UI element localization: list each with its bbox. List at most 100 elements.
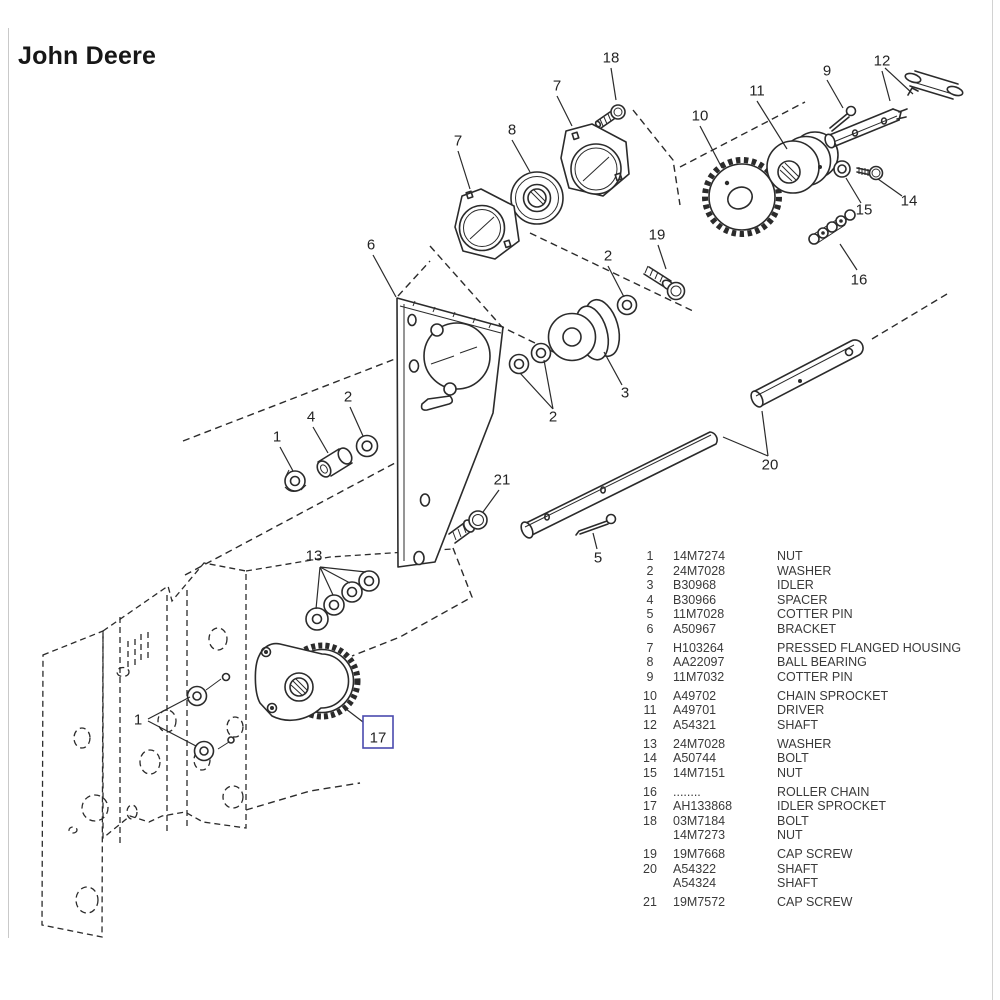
part-ref: 18 <box>643 813 657 828</box>
page-border-right <box>992 0 993 1000</box>
part-desc: COTTER PIN <box>777 669 853 684</box>
frame-outline <box>41 548 453 938</box>
callout-label-12: 12 <box>874 53 891 70</box>
part-desc: SHAFT <box>777 717 818 732</box>
part-ref <box>627 828 673 843</box>
callout-label-5: 5 <box>594 550 602 567</box>
cotter-pin-part-9 <box>829 105 857 132</box>
roller-chain-part-16 <box>808 209 856 245</box>
chain-sprocket-part-10 <box>702 157 782 237</box>
callout-label-14: 14 <box>901 193 918 210</box>
part-part: 19M7572 <box>673 895 726 909</box>
part-ref: 21 <box>643 895 657 909</box>
callout-label-2: 2 <box>604 248 612 265</box>
ball-bearing-part-8 <box>510 171 564 225</box>
callout-label-8: 8 <box>508 122 516 139</box>
part-desc: IDLER SPROCKET <box>777 799 887 813</box>
callout-label-19: 19 <box>649 227 666 244</box>
washer-part-2b <box>508 342 552 375</box>
part-ref: 11 <box>643 703 657 717</box>
callout-label-2: 2 <box>344 389 352 406</box>
part-part: 14M7273 <box>673 828 726 842</box>
callout-label-2: 2 <box>549 409 557 426</box>
callout-label-4: 4 <box>307 409 315 426</box>
callout-label-13: 13 <box>306 548 323 565</box>
part-ref: 14 <box>643 751 657 765</box>
shaft-part-20b <box>520 431 718 539</box>
shaft-part-12b <box>904 70 964 100</box>
part-desc: NUT <box>777 549 803 563</box>
part-part: 03M7184 <box>673 813 726 828</box>
part-ref: 7 <box>646 640 654 655</box>
part-ref: 16 <box>643 784 657 799</box>
part-part: AH133868 <box>673 799 733 813</box>
nut-part-15 <box>833 160 851 178</box>
part-desc: BOLT <box>777 813 809 828</box>
part-part: 11M7032 <box>673 669 725 684</box>
part-ref: 17 <box>643 799 657 813</box>
part-part: A54322 <box>673 861 717 876</box>
part-ref: 2 <box>646 563 654 578</box>
part-part: A49702 <box>673 688 717 703</box>
idler-part-3 <box>547 298 621 362</box>
callout-label-9: 9 <box>823 63 831 80</box>
page-border-left <box>8 28 9 938</box>
part-part: A54324 <box>673 876 717 890</box>
part-ref: 12 <box>643 717 657 732</box>
table-row: 17 AH133868 IDLER SPROCKET <box>627 799 989 814</box>
shaft-part-20 <box>750 339 864 408</box>
part-desc: BOLT <box>777 751 809 765</box>
part-ref: 20 <box>643 861 657 876</box>
callout-label-21: 21 <box>494 472 511 489</box>
part-ref: 19 <box>643 847 657 861</box>
part-desc: SPACER <box>777 592 828 607</box>
nut-part-1 <box>284 469 307 492</box>
callout-label-15: 15 <box>856 202 873 219</box>
part-part: H103264 <box>673 640 724 655</box>
part-part: 24M7028 <box>673 563 726 578</box>
cotter-pin-part-5 <box>575 513 617 536</box>
bolt-part-18 <box>594 104 626 129</box>
shaft-part-12 <box>824 108 908 149</box>
part-ref: 4 <box>646 592 654 607</box>
callout-label-18: 18 <box>603 50 620 67</box>
flanged-housing-part-7-right <box>560 123 630 197</box>
driver-part-11 <box>766 131 839 194</box>
table-row: 18 03M7184 BOLT <box>627 814 989 829</box>
callout-label-11: 11 <box>749 83 765 100</box>
part-desc: SHAFT <box>777 861 818 876</box>
part-desc: IDLER <box>777 578 814 592</box>
part-ref: 8 <box>646 655 654 669</box>
part-ref: 6 <box>646 621 654 636</box>
bracket-part-6 <box>396 297 504 568</box>
part-part: AA22097 <box>673 655 725 669</box>
part-desc: NUT <box>777 765 803 780</box>
table-row: 20 A54322 SHAFT <box>627 862 989 877</box>
part-desc: PRESSED FLANGED HOUSING <box>777 640 962 655</box>
callout-label-16: 16 <box>851 272 868 289</box>
part-ref: 10 <box>643 688 657 703</box>
highlight-box-callout-17[interactable] <box>362 715 394 749</box>
part-desc: CAP SCREW <box>777 895 853 909</box>
callout-label-10: 10 <box>692 108 709 125</box>
callout-label-20: 20 <box>762 457 779 474</box>
part-desc: CAP SCREW <box>777 847 853 861</box>
spacer-part-4 <box>316 447 353 478</box>
part-part: ........ <box>673 784 701 799</box>
part-ref <box>627 876 673 891</box>
table-row: 21 19M7572 CAP SCREW <box>627 895 989 910</box>
leader-lines <box>147 67 914 747</box>
